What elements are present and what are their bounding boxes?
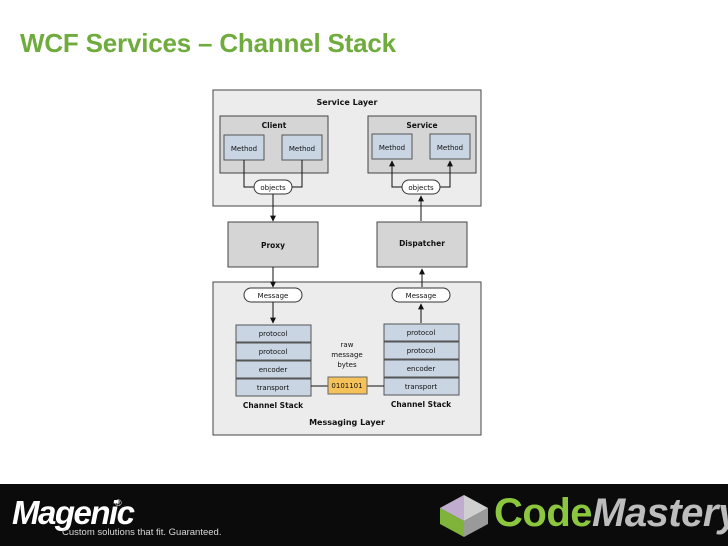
client-protocol-label: protocol — [259, 348, 288, 356]
dispatcher-box — [376, 221, 468, 268]
raw-bytes-label: raw — [341, 341, 354, 349]
service-objects-pill — [401, 179, 441, 195]
service-transport-label: transport — [405, 383, 438, 391]
service-layer-label: Service Layer — [317, 98, 378, 107]
slide-title: WCF Services – Channel Stack — [20, 28, 396, 58]
service-encoder-box — [383, 359, 460, 378]
service-protocol-label: protocol — [407, 347, 436, 355]
service-method-box — [371, 133, 413, 160]
raw-bytes-label: bytes — [337, 361, 357, 369]
client-label: Client — [262, 121, 287, 130]
proxy-box — [227, 221, 319, 268]
service-channel-stack-label: Channel Stack — [391, 400, 452, 409]
client-objects-label: objects — [260, 184, 286, 192]
client-encoder-label: encoder — [259, 366, 288, 374]
service-method-box — [429, 133, 471, 160]
client-method-label: Method — [231, 145, 257, 153]
service-message-pill — [391, 287, 451, 303]
codemastery-logo[interactable]: CodeMastery — [494, 493, 728, 533]
client-protocol-box — [235, 324, 312, 343]
magenic-logo[interactable]: Magenic — [12, 494, 135, 531]
codemastery-code-text: Code — [494, 491, 593, 535]
client-objects-connector — [292, 160, 303, 188]
service-protocol-label: protocol — [407, 329, 436, 337]
service-objects-connector — [440, 160, 453, 188]
messaging-layer-label: Messaging Layer — [309, 418, 385, 427]
raw-bytes-label: message — [331, 351, 362, 359]
codemastery-mastery-text: Mastery — [592, 491, 728, 535]
dispatcher-label: Dispatcher — [399, 239, 445, 248]
client-protocol-box — [235, 342, 312, 361]
proxy-label: Proxy — [261, 241, 285, 250]
magenic-registered-mark: ® — [115, 498, 122, 508]
bytes-label: 0101101 — [331, 382, 362, 390]
client-method-label: Method — [289, 145, 315, 153]
service-method-label: Method — [379, 144, 405, 152]
service-objects-connector — [389, 160, 402, 188]
service-method-label: Method — [437, 144, 463, 152]
client-method-box — [223, 134, 265, 161]
client-channel-stack-label: Channel Stack — [243, 401, 304, 410]
footer-bar: Magenic ® Custom solutions that fit. Gua… — [0, 484, 728, 546]
service-label: Service — [406, 121, 437, 130]
client-message-label: Message — [258, 292, 289, 300]
codemastery-cube-icon — [440, 495, 488, 537]
service-message-label: Message — [406, 292, 437, 300]
service-objects-label: objects — [408, 184, 434, 192]
service-protocol-box — [383, 341, 460, 360]
client-encoder-box — [235, 360, 312, 379]
client-protocol-label: protocol — [259, 330, 288, 338]
client-transport-box — [235, 378, 312, 397]
service-encoder-label: encoder — [407, 365, 436, 373]
magenic-tagline: Custom solutions that fit. Guaranteed. — [62, 527, 222, 538]
bytes-box — [327, 376, 368, 395]
client-objects-connector — [243, 160, 254, 188]
service-protocol-box — [383, 323, 460, 342]
client-transport-label: transport — [257, 384, 290, 392]
